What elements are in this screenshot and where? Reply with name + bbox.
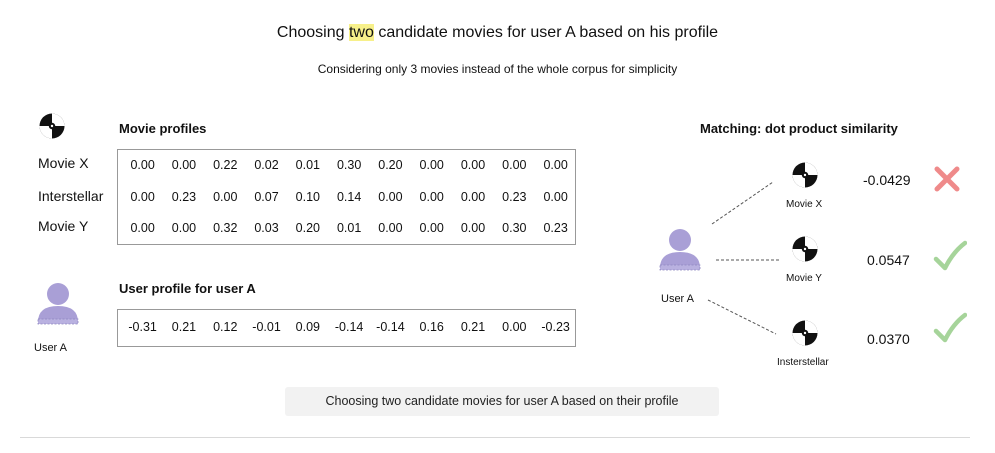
matrix-cell: 0.30 <box>336 158 362 172</box>
matching-user-label: User A <box>661 293 695 305</box>
match-movie-label: Insterstellar <box>777 357 829 368</box>
vector-cell: 0.09 <box>295 320 320 334</box>
title-text-end: candidate movies for user A based on his… <box>373 24 719 41</box>
movie-row-label: Movie X <box>38 155 89 171</box>
vector-cell: -0.14 <box>334 320 364 334</box>
vector-cell: 0.00 <box>502 320 527 334</box>
matrix-cell: 0.00 <box>171 158 197 172</box>
matrix-cell: 0.14 <box>336 190 362 204</box>
matrix-cell: 0.00 <box>130 221 155 235</box>
connector-interstellar <box>707 299 777 335</box>
movie-profiles-matrix: 0.00 0.00 0.22 0.02 0.01 0.30 0.20 0.00 … <box>117 149 576 245</box>
movie-row-label: Movie Y <box>38 218 89 234</box>
movie-profiles-label: Movie profiles <box>119 121 207 136</box>
divider <box>20 437 970 438</box>
user-profile-vector: -0.31 0.21 0.12 -0.01 0.09 -0.14 -0.14 0… <box>117 309 576 347</box>
title-highlight: two <box>348 24 374 41</box>
matrix-cell: 0.23 <box>502 190 527 204</box>
matrix-cell: 0.00 <box>460 221 486 235</box>
match-movie-label: Movie X <box>786 199 823 210</box>
matrix-row: 0.00 0.00 0.22 0.02 0.01 0.30 0.20 0.00 … <box>122 155 576 175</box>
matrix-cell: 0.30 <box>502 221 527 235</box>
film-reel-icon <box>792 236 818 262</box>
diagram-title: Choosing two candidate movies for user A… <box>0 24 995 42</box>
title-text: Choosing <box>276 24 349 41</box>
user-profile-label: User profile for user A <box>119 281 256 296</box>
similarity-score: 0.0370 <box>867 331 910 347</box>
matrix-cell: 0.20 <box>378 158 403 172</box>
similarity-score: 0.0547 <box>867 252 910 268</box>
matrix-cell: 0.32 <box>213 221 238 235</box>
vector-cell: -0.14 <box>376 320 405 334</box>
film-reel-icon <box>792 320 818 346</box>
matrix-cell: 0.00 <box>502 158 527 172</box>
matrix-cell: 0.00 <box>460 190 486 204</box>
matrix-cell: 0.01 <box>336 221 362 235</box>
figure-caption: Choosing two candidate movies for user A… <box>285 387 719 416</box>
matrix-cell: 0.01 <box>295 158 320 172</box>
matrix-cell: 0.00 <box>378 221 403 235</box>
matrix-row: 0.00 0.00 0.32 0.03 0.20 0.01 0.00 0.00 … <box>122 218 576 238</box>
matrix-cell: 0.00 <box>419 158 444 172</box>
similarity-score: -0.0429 <box>863 172 911 188</box>
cross-icon <box>934 166 960 192</box>
film-reel-icon <box>792 162 818 188</box>
match-connectors <box>707 181 780 335</box>
movie-row-label: Interstellar <box>38 188 104 204</box>
user-avatar-icon <box>37 283 79 325</box>
matrix-cell: 0.00 <box>460 158 486 172</box>
vector-cell: -0.01 <box>252 320 281 334</box>
matrix-cell: 0.23 <box>171 190 197 204</box>
matrix-cell: 0.00 <box>171 221 197 235</box>
matrix-cell: 0.00 <box>130 190 155 204</box>
vector-cell: -0.23 <box>541 320 570 334</box>
vector-cell: 0.12 <box>213 320 238 334</box>
diagram-subtitle: Considering only 3 movies instead of the… <box>317 62 678 76</box>
matrix-cell: 0.20 <box>295 221 320 235</box>
matrix-cell: 0.00 <box>419 190 444 204</box>
matrix-cell: 0.00 <box>543 158 568 172</box>
vector-cell: 0.21 <box>460 320 486 334</box>
film-reel-icon <box>39 113 65 139</box>
matrix-cell: 0.00 <box>378 190 403 204</box>
matrix-cell: 0.00 <box>213 190 238 204</box>
user-avatar-icon <box>659 229 701 271</box>
vector-cell: -0.31 <box>128 320 157 334</box>
matrix-cell: 0.23 <box>543 221 568 235</box>
matrix-cell: 0.03 <box>254 221 279 235</box>
vector-cell: 0.16 <box>419 320 444 334</box>
vector-row: -0.31 0.21 0.12 -0.01 0.09 -0.14 -0.14 0… <box>122 317 576 337</box>
vector-cell: 0.21 <box>171 320 197 334</box>
match-movie-label: Movie Y <box>786 273 822 284</box>
checkmark-icon <box>933 240 967 271</box>
matrix-cell: 0.00 <box>419 221 444 235</box>
matrix-row: 0.00 0.23 0.00 0.07 0.10 0.14 0.00 0.00 … <box>122 187 576 207</box>
matrix-cell: 0.22 <box>213 158 238 172</box>
matrix-cell: 0.00 <box>130 158 155 172</box>
matrix-cell: 0.02 <box>254 158 279 172</box>
matrix-cell: 0.00 <box>543 190 568 204</box>
user-a-label: User A <box>34 342 68 354</box>
matching-label: Matching: dot product similarity <box>700 121 898 136</box>
checkmark-icon <box>933 312 967 343</box>
matrix-cell: 0.07 <box>254 190 279 204</box>
matrix-cell: 0.10 <box>295 190 320 204</box>
connector-movie-x <box>711 181 774 225</box>
